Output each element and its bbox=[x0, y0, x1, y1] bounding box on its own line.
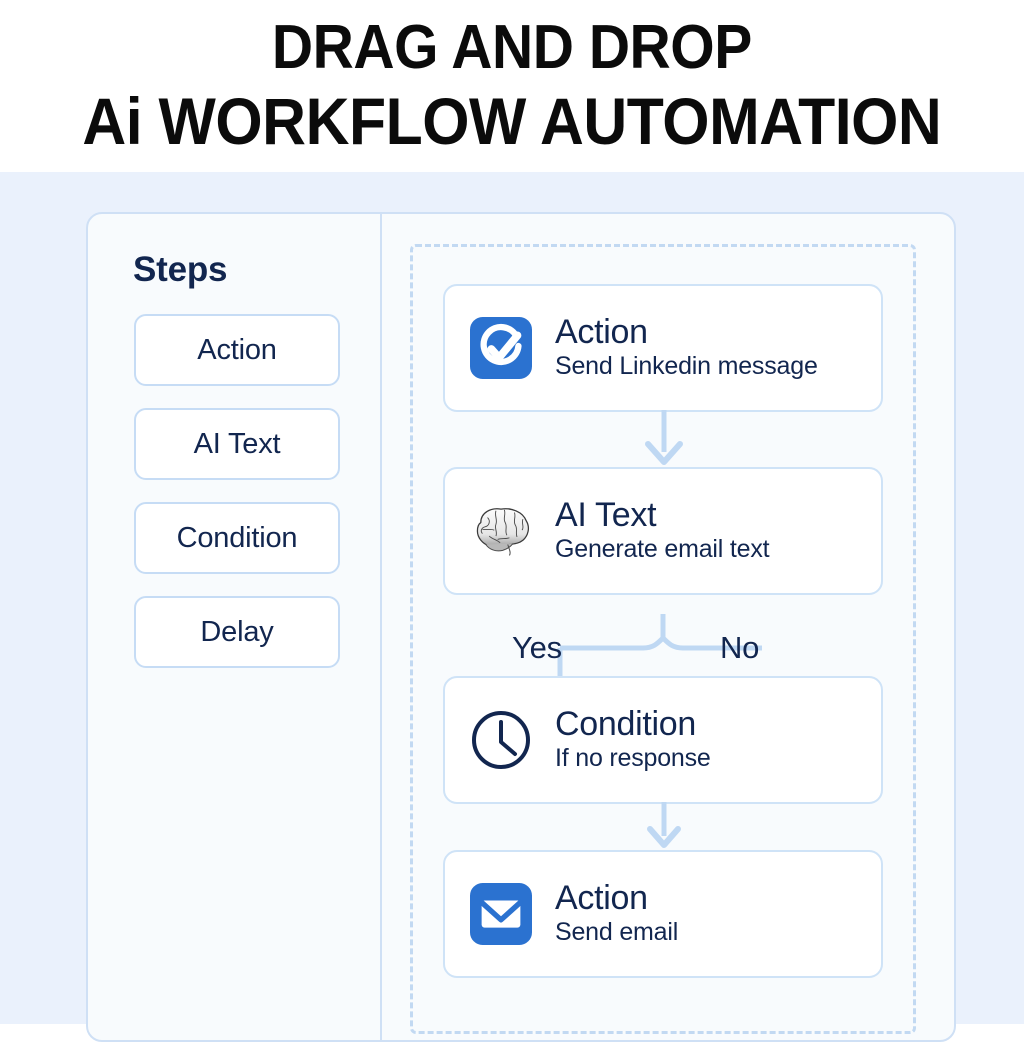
node-title: AI Text bbox=[555, 496, 657, 535]
workflow-node-ai-text[interactable]: AI Text Generate email text bbox=[443, 467, 883, 595]
sidebar-item-delay[interactable]: Delay bbox=[134, 596, 340, 668]
node-title: Condition bbox=[555, 705, 696, 744]
sidebar-item-ai-text[interactable]: AI Text bbox=[134, 408, 340, 480]
node-subtitle: Send email bbox=[555, 918, 679, 947]
sidebar-item-label: Delay bbox=[200, 615, 274, 648]
node-subtitle: Generate email text bbox=[555, 535, 770, 564]
workflow-node-action-linkedin[interactable]: Action Send Linkedin message bbox=[443, 284, 883, 412]
page-title-line-1: DRAG AND DROP bbox=[272, 13, 752, 83]
branch-connector: Yes No bbox=[410, 614, 916, 682]
steps-heading: Steps bbox=[133, 250, 228, 289]
sidebar-item-label: AI Text bbox=[193, 427, 281, 460]
workflow-panel: Steps Action AI Text Condition Delay bbox=[86, 212, 956, 1042]
steps-sidebar: Steps Action AI Text Condition Delay bbox=[88, 214, 382, 1040]
branch-label-yes: Yes bbox=[512, 630, 562, 665]
branch-label-no: No bbox=[720, 630, 760, 665]
node-subtitle: Send Linkedin message bbox=[555, 352, 818, 381]
sidebar-item-action[interactable]: Action bbox=[134, 314, 340, 386]
page-header: DRAG AND DROP Ai WORKFLOW AUTOMATION bbox=[0, 0, 1024, 172]
node-text: Action Send Linkedin message bbox=[555, 315, 818, 380]
clock-icon bbox=[469, 708, 533, 772]
node-title: Action bbox=[555, 879, 648, 918]
page-title-line-2: Ai WORKFLOW AUTOMATION bbox=[82, 84, 942, 159]
workflow-node-action-email[interactable]: Action Send email bbox=[443, 850, 883, 978]
node-text: Condition If no response bbox=[555, 707, 711, 772]
check-circle-icon bbox=[469, 316, 533, 380]
sidebar-item-label: Action bbox=[197, 333, 277, 366]
envelope-icon bbox=[469, 882, 533, 946]
node-title: Action bbox=[555, 313, 648, 352]
node-subtitle: If no response bbox=[555, 744, 711, 773]
sidebar-item-label: Condition bbox=[176, 521, 298, 554]
workflow-node-condition[interactable]: Condition If no response bbox=[443, 676, 883, 804]
node-text: Action Send email bbox=[555, 881, 678, 946]
sidebar-item-condition[interactable]: Condition bbox=[134, 502, 340, 574]
steps-palette-list: Action AI Text Condition Delay bbox=[134, 314, 340, 690]
node-text: AI Text Generate email text bbox=[555, 496, 770, 564]
workflow-canvas[interactable]: Action Send Linkedin message bbox=[384, 214, 954, 1040]
brain-icon bbox=[469, 499, 533, 563]
